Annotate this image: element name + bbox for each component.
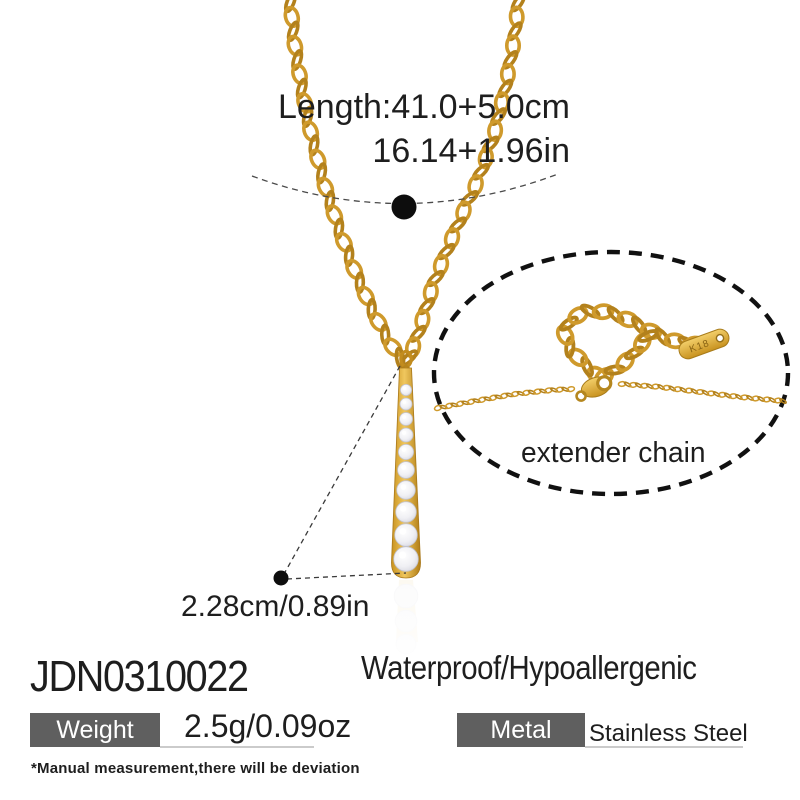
pendant-size-label: 2.28cm/0.89in — [181, 590, 370, 623]
extender-chain-label: extender chain — [521, 437, 706, 469]
feature-label: Waterproof/Hypoallergenic — [361, 649, 697, 686]
pendant — [391, 349, 421, 579]
length-cm-label: Length:41.0+5.0cm — [277, 88, 570, 126]
extender-thin-chain — [433, 380, 787, 412]
weight-underline — [160, 746, 314, 748]
metal-label-box: Metal — [457, 713, 585, 747]
metal-value: Stainless Steel — [589, 720, 748, 747]
metal-underline — [585, 746, 743, 748]
magnifier-callout: K18 — [431, 249, 791, 497]
weight-value: 2.5g/0.09oz — [184, 708, 352, 744]
neckline-dot — [391, 194, 417, 220]
measure-line-top — [283, 365, 401, 575]
length-in-label: 16.14+1.96in — [372, 131, 570, 170]
measure-line-bottom — [286, 572, 407, 580]
metal-label: Metal — [490, 715, 552, 744]
lobster-clasp-icon — [575, 375, 613, 402]
necklace-chain-right — [399, 0, 527, 367]
necklace-chain-left — [283, 0, 406, 370]
k18-tag: K18 — [678, 328, 730, 360]
necklace-illustration: K18 — [251, 0, 791, 678]
length-annotation: Length:41.0+5.0cm 16.14+1.96in — [278, 89, 570, 169]
product-sku: JDN0310022 — [30, 652, 249, 701]
measure-dot — [273, 570, 289, 586]
pendant-crystals — [393, 383, 419, 572]
reflection-fade — [372, 578, 442, 678]
footnote: *Manual measurement,there will be deviat… — [31, 760, 360, 777]
weight-label: Weight — [56, 715, 134, 744]
extender-coarse-chain — [555, 303, 707, 387]
weight-label-box: Weight — [30, 713, 160, 747]
